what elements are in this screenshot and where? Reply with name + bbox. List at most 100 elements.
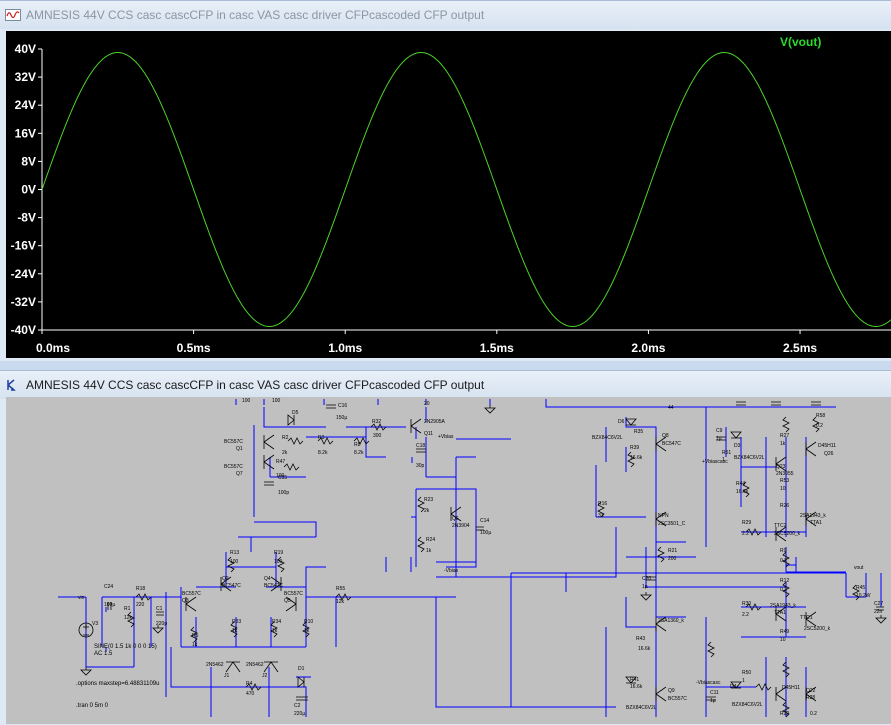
schematic-label[interactable]: R1 (124, 606, 131, 612)
schematic-label[interactable]: R51 (722, 450, 731, 456)
schematic-label[interactable]: 2N3055 (776, 471, 794, 477)
schematic-label[interactable]: R28 (806, 695, 815, 701)
schematic-label[interactable]: SINE(0 1.5 1k 0 0 0 15) (94, 644, 157, 650)
schematic-label[interactable]: 220 (136, 602, 145, 608)
schematic-label[interactable]: NPN (658, 513, 669, 519)
schematic-label[interactable]: D6 (618, 419, 625, 425)
schematic-label[interactable]: TTA1 (774, 610, 786, 616)
schematic-label[interactable]: 16.6k (630, 684, 643, 690)
schematic-label[interactable]: C16 (338, 403, 347, 409)
schematic-label[interactable]: 10.2W (856, 593, 871, 599)
schematic-label[interactable]: BZX84C6V2L (592, 435, 623, 441)
schematic-label[interactable]: R23 (424, 497, 433, 503)
schematic-label[interactable]: 1 (722, 457, 725, 463)
schematic-label[interactable]: D3 (734, 443, 741, 449)
schematic-label[interactable]: R13 (230, 550, 239, 556)
schematic-label[interactable]: vin (78, 595, 85, 601)
schematic-label[interactable]: C18 (416, 443, 425, 449)
schematic-label[interactable]: 2SA1943_k (800, 513, 826, 519)
schematic-label[interactable]: R3 (318, 435, 325, 441)
schematic-label[interactable]: R53 (780, 478, 789, 484)
schematic-label[interactable]: 0.2 (780, 558, 787, 564)
schematic-label[interactable]: R10 (304, 619, 313, 625)
schematic-label[interactable]: Q3 (182, 598, 189, 604)
schematic-label[interactable]: 2SA1360_k (658, 618, 684, 624)
schematic-label[interactable]: Q11 (424, 431, 433, 437)
schematic-label[interactable]: D45H11 (782, 685, 800, 691)
schematic-label[interactable]: R45 (856, 585, 865, 591)
schematic-label[interactable]: 1k (426, 548, 432, 554)
schematic-label[interactable]: 100µ (480, 530, 491, 536)
schematic-label[interactable]: 1µ (642, 584, 648, 590)
schematic-label[interactable]: R44 (736, 481, 745, 487)
schematic-label[interactable]: 1µ (716, 436, 722, 442)
waveform-window-titlebar[interactable]: AMNESIS 44V CCS casc cascCFP in casc VAS… (0, 1, 891, 29)
schematic-label[interactable]: 2.2 (742, 531, 749, 537)
schematic-label[interactable]: Q22 (806, 688, 816, 694)
schematic-label[interactable]: C24 (104, 584, 113, 590)
schematic-label[interactable]: 100 (276, 473, 285, 479)
schematic-label[interactable]: TTA1 (810, 520, 822, 526)
schematic-label[interactable]: D1 (298, 666, 305, 672)
schematic-label[interactable]: D4 (730, 684, 737, 690)
schematic-label[interactable]: R43 (636, 636, 645, 642)
schematic-label[interactable]: R49 (780, 629, 789, 635)
schematic-label[interactable]: R30 (742, 601, 751, 607)
schematic-label[interactable]: R19 (274, 550, 283, 556)
schematic-label[interactable]: 2N5462 (206, 662, 224, 668)
schematic-label[interactable]: 0.2 (780, 587, 787, 593)
schematic-label[interactable]: .options maxstep=6.48831109u (76, 681, 159, 687)
schematic-label[interactable]: R50 (742, 670, 751, 676)
schematic-label[interactable]: 2.2 (742, 612, 749, 618)
schematic-label[interactable]: 1 (742, 678, 745, 684)
schematic-label[interactable]: C15 (278, 475, 287, 481)
schematic-label[interactable]: R34 (272, 619, 281, 625)
schematic-label[interactable]: C9 (716, 428, 723, 434)
schematic-label[interactable]: R9 (780, 548, 787, 554)
schematic-label[interactable]: 1k (192, 642, 198, 648)
schematic-label[interactable]: R16 (598, 501, 607, 507)
schematic-label[interactable]: TTC2 (774, 523, 787, 529)
schematic-label[interactable]: 20 (424, 401, 430, 407)
schematic-label[interactable]: 2k (424, 508, 430, 514)
schematic-label[interactable]: 470 (246, 691, 255, 697)
schematic-label[interactable]: 16.6k (630, 455, 643, 461)
schematic-label[interactable]: R26 (780, 503, 789, 509)
schematic-label[interactable]: 1k (304, 628, 310, 634)
schematic-label[interactable]: .tran 0 5m 0 (76, 703, 109, 709)
schematic-label[interactable]: BC547C (222, 583, 241, 589)
schematic-label[interactable]: BC547C (264, 583, 283, 589)
schematic-label[interactable]: 2SA1943_k (770, 603, 796, 609)
schematic-label[interactable]: BZX84C6V2L (626, 705, 657, 711)
schematic-label[interactable]: 2k (282, 450, 288, 456)
schematic-label[interactable]: R47 (276, 459, 285, 465)
schematic-label[interactable]: AC 1.5 (94, 651, 113, 657)
schematic-label[interactable]: R39 (630, 445, 639, 451)
schematic-label[interactable]: +Vbias (438, 434, 454, 440)
schematic-label[interactable]: R58 (816, 413, 825, 419)
schematic-label[interactable]: 2SC5200_k (804, 626, 831, 632)
schematic-label[interactable]: D5 (292, 410, 299, 416)
schematic-label[interactable]: 1k (272, 628, 278, 634)
schematic-label[interactable]: Q7 (236, 471, 243, 477)
schematic-label[interactable]: C20 (642, 576, 651, 582)
schematic-label[interactable]: 10 (780, 637, 786, 643)
schematic-label[interactable]: C11 (710, 690, 719, 696)
schematic-label[interactable]: 200 (668, 556, 677, 562)
schematic-label[interactable]: 100p (278, 490, 289, 496)
schematic-label[interactable]: 22n (874, 609, 883, 615)
schematic-label[interactable]: 100µ (104, 602, 115, 608)
schematic-label[interactable]: R8 (354, 442, 361, 448)
schematic-label[interactable]: Q2 (222, 576, 229, 582)
schematic-label[interactable]: 1k (232, 628, 238, 634)
vout-trace[interactable] (41, 52, 891, 327)
schematic-label[interactable]: C2 (294, 703, 301, 709)
schematic-label[interactable]: 2SC3501_C (658, 521, 686, 527)
schematic-label[interactable]: Q1 (236, 446, 243, 452)
schematic-label[interactable]: vout (854, 565, 864, 571)
schematic-label[interactable]: Q5 (284, 598, 291, 604)
schematic-label[interactable]: 220µ (294, 711, 305, 717)
schematic-label[interactable]: R21 (668, 548, 677, 554)
schematic-label[interactable]: 100 (272, 398, 281, 404)
